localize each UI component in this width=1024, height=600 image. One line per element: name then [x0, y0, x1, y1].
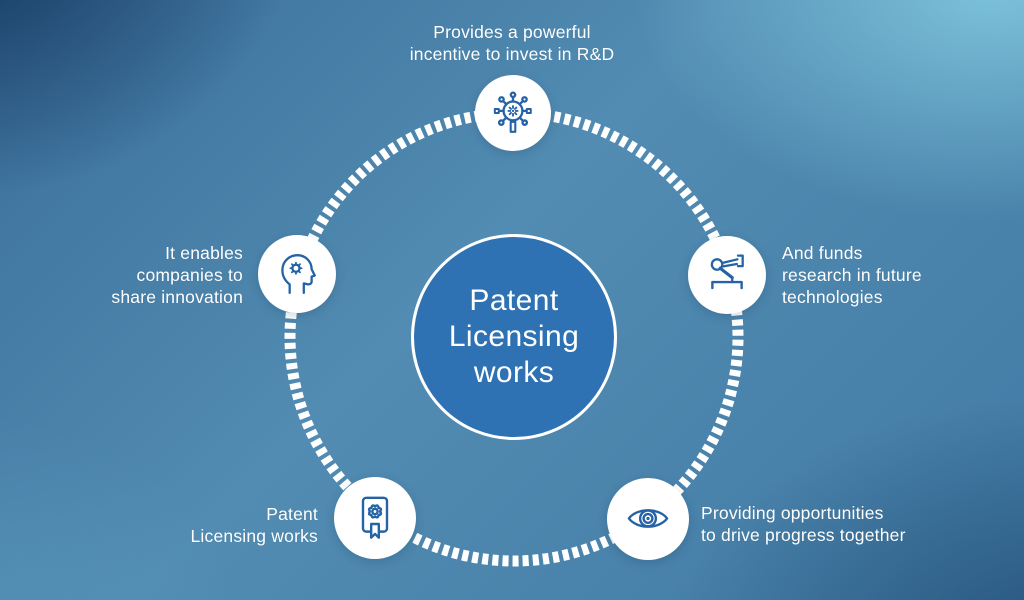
innovation-network-icon — [493, 91, 532, 133]
center-title-circle: Patent Licensing works — [411, 234, 617, 440]
label-funds-research: And funds research in future technologie… — [782, 242, 922, 308]
node-circle-funds-research — [688, 236, 766, 314]
robot-arm-icon — [710, 254, 744, 290]
head-gear-icon — [281, 254, 316, 294]
label-share-innovation: It enables companies to share innovation — [111, 242, 243, 308]
node-circle-drive-progress — [607, 478, 689, 560]
label-patent-licensing: Patent Licensing works — [191, 503, 319, 547]
certificate-icon — [361, 496, 389, 539]
label-line: It enables — [165, 243, 243, 263]
center-title-line: works — [473, 356, 555, 389]
center-title-line: Patent — [469, 284, 559, 317]
node-circle-patent-licensing — [334, 477, 416, 559]
label-line: Patent — [266, 504, 318, 524]
label-line: technologies — [782, 287, 883, 307]
center-title-line: Licensing — [448, 320, 580, 353]
label-line: And funds — [782, 243, 863, 263]
label-line: companies to — [136, 265, 243, 285]
label-incentive-rnd: Provides a powerful incentive to invest … — [312, 21, 712, 65]
node-circle-incentive-rnd — [475, 75, 551, 151]
eye-icon — [627, 509, 669, 528]
node-circle-share-innovation — [258, 235, 336, 313]
label-line: Licensing works — [190, 526, 318, 546]
label-line: incentive to invest in R&D — [409, 44, 615, 64]
label-drive-progress: Providing opportunities to drive progres… — [701, 502, 906, 546]
label-line: to drive progress together — [701, 525, 906, 545]
label-line: Provides a powerful — [433, 22, 591, 42]
label-line: Providing opportunities — [701, 503, 884, 523]
label-line: research in future — [782, 265, 922, 285]
label-line: share innovation — [111, 287, 243, 307]
